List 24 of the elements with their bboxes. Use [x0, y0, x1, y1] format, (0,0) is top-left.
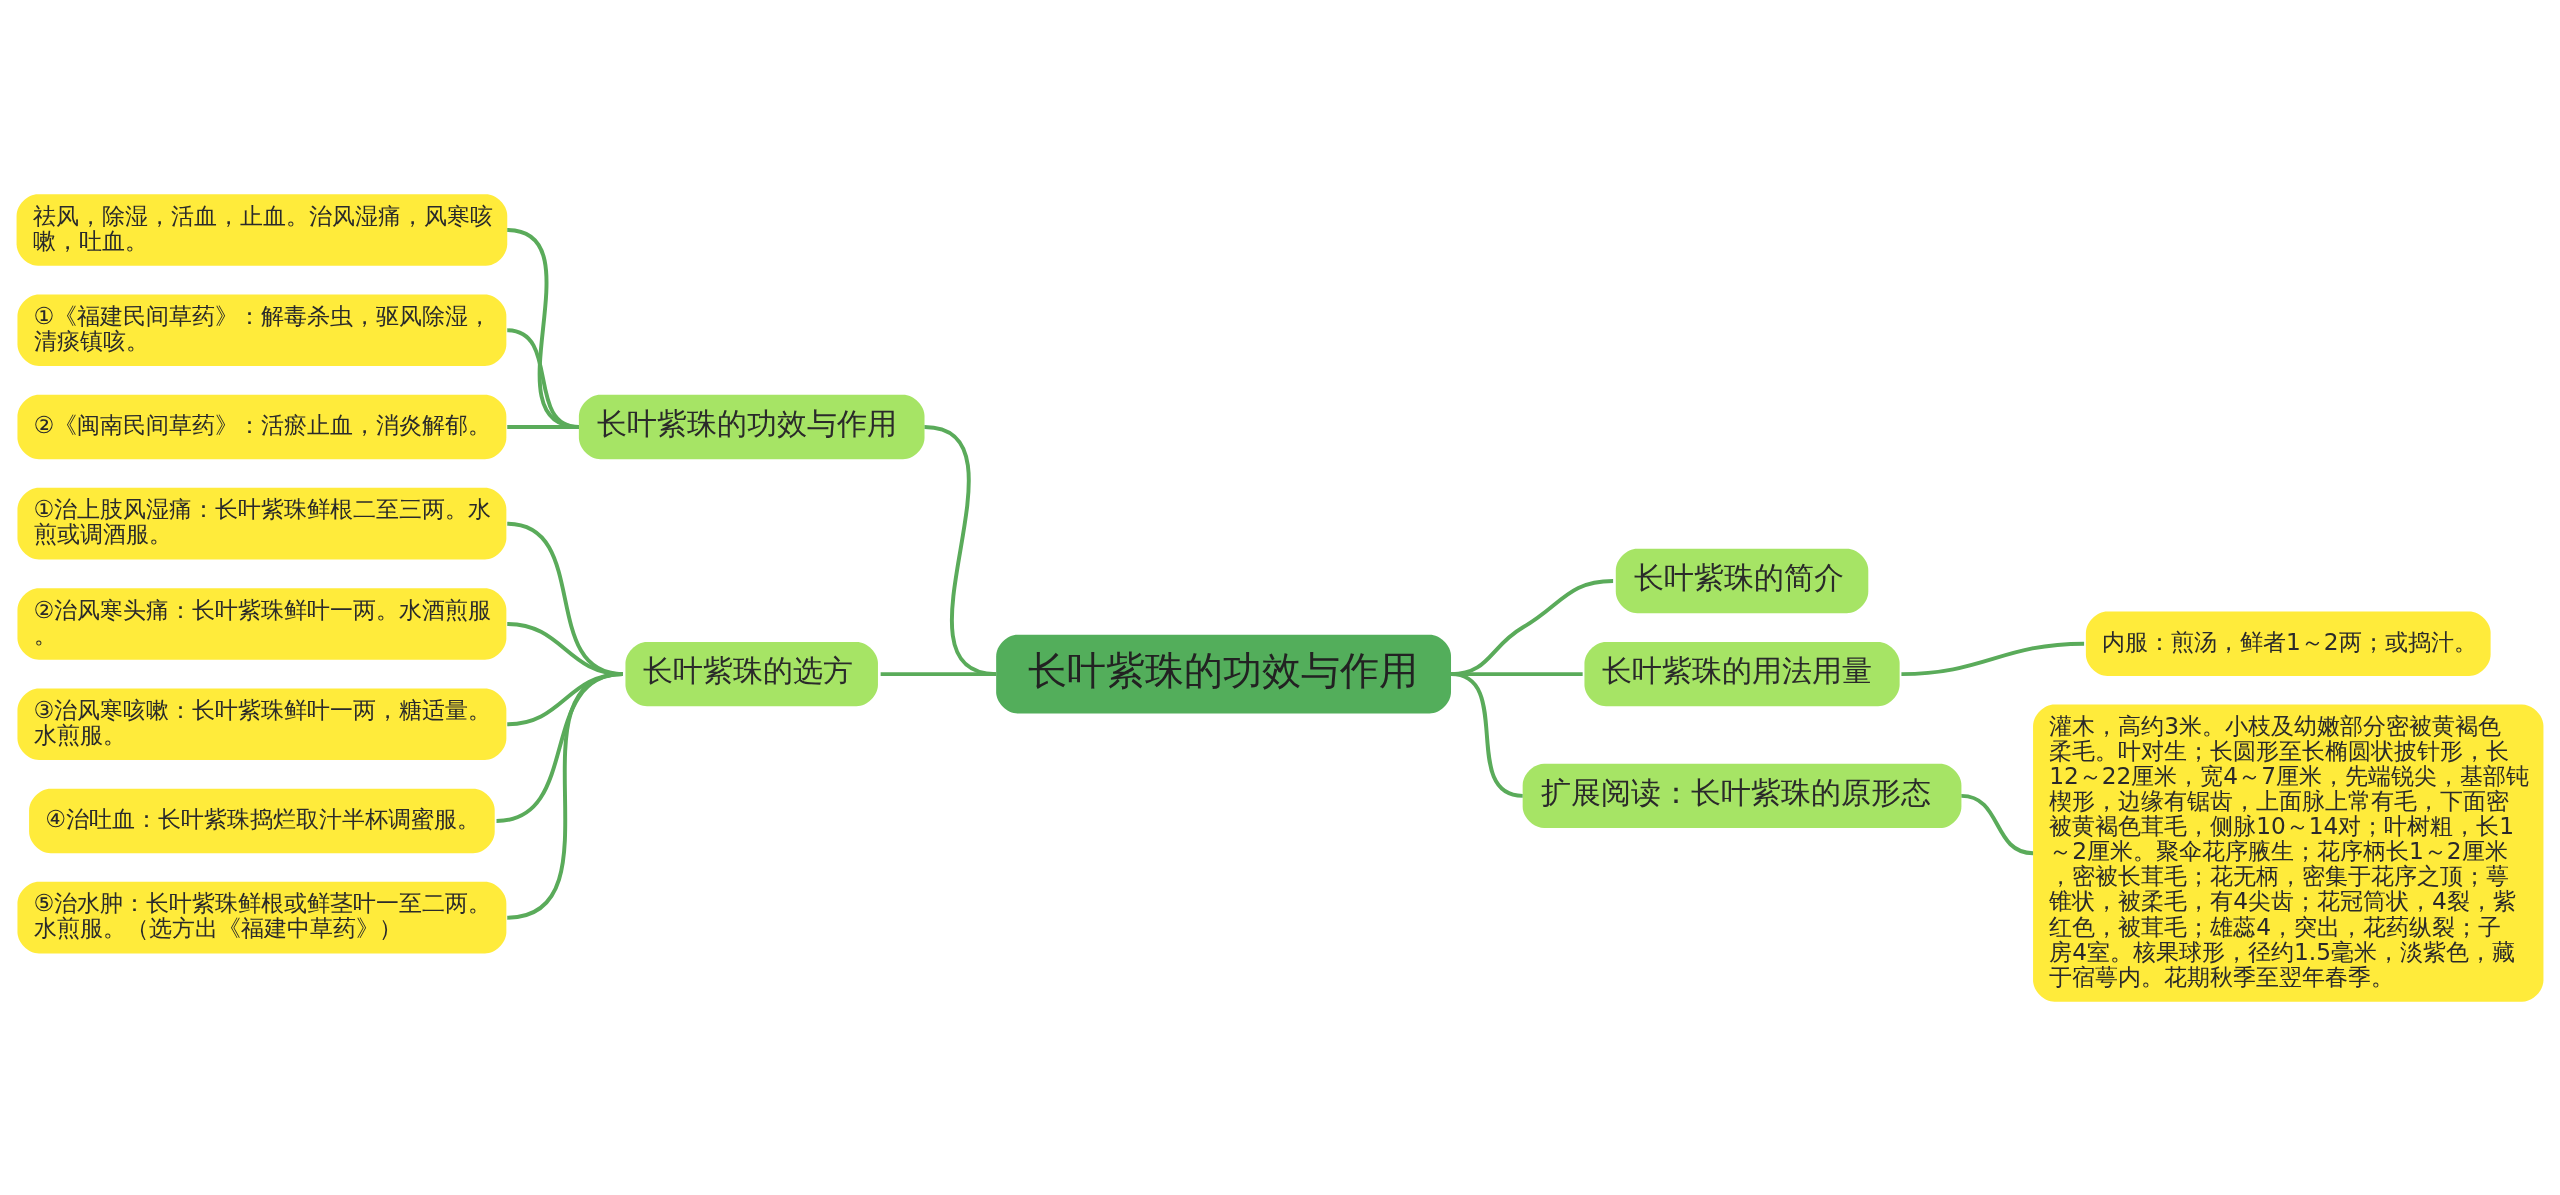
node-box: 长叶紫珠的选方	[625, 641, 878, 706]
connector	[507, 424, 579, 429]
node-box: ③治风寒咳嗽：长叶紫珠鲜叶一两，糖适量。水煎服。	[17, 687, 507, 760]
node-box: 祛风，除湿，活血，止血。治风湿痛，风寒咳嗽，吐血。	[16, 193, 508, 266]
node-box: 长叶紫珠的简介	[1615, 548, 1869, 613]
connector	[1901, 641, 2085, 676]
node-box: 扩展阅读：长叶紫珠的原形态	[1522, 763, 1962, 828]
node-box: 内服：煎汤，鲜者1～2两；或捣汁。	[2085, 610, 2491, 676]
connector	[506, 227, 580, 429]
node-box: ②《闽南民间草药》：活瘀止血，消炎解郁。	[17, 394, 507, 459]
node-box: ①《福建民间草药》：解毒杀虫，驱风除湿，清痰镇咳。	[17, 293, 507, 366]
node-box: 长叶紫珠的用法用量	[1584, 641, 1900, 706]
connector	[1961, 793, 2034, 855]
connector	[506, 327, 580, 429]
connector	[1450, 671, 1523, 798]
node-box: 长叶紫珠的功效与作用	[578, 394, 925, 459]
node-box: ①治上肢风湿痛：长叶紫珠鲜根二至三两。水煎或调酒服。	[17, 487, 507, 559]
node-box: 长叶紫珠的功效与作用	[996, 634, 1452, 713]
connector	[880, 671, 997, 676]
node-box: 灌木，高约3米。小枝及幼嫩部分密被黄褐色柔毛。叶对生；长圆形至长椭圆状披针形，长12～22厘米，宽4～7厘米，先端锐尖，基部钝楔形，边缘有锯齿，上面脉上常有毛，下面密被黄褐色茸毛，侧脉10～14对；叶树粗，长1～2厘米。聚伞花序腋生；花序柄长1～2厘米，密被长茸毛；花无柄，密集于花序之顶；萼锥状，被柔毛，有4尖齿；花冠筒状，4裂，紫红色，被茸毛；雄蕊4，突出，花药纵裂；子房4室。核果球形，径约1.5毫米，淡紫色，藏于宿萼内。花期秋季至翌年春季。	[2033, 704, 2544, 1002]
connector	[506, 671, 624, 920]
node-box: ⑤治水肿：长叶紫珠鲜根或鲜茎叶一至二两。水煎服。（选方出《福建中草药》）	[17, 881, 507, 953]
node-box: ②治风寒头痛：长叶紫珠鲜叶一两。水酒煎服。	[17, 587, 507, 660]
node-box: ④治吐血：长叶紫珠捣烂取汁半杯调蜜服。	[29, 788, 495, 853]
